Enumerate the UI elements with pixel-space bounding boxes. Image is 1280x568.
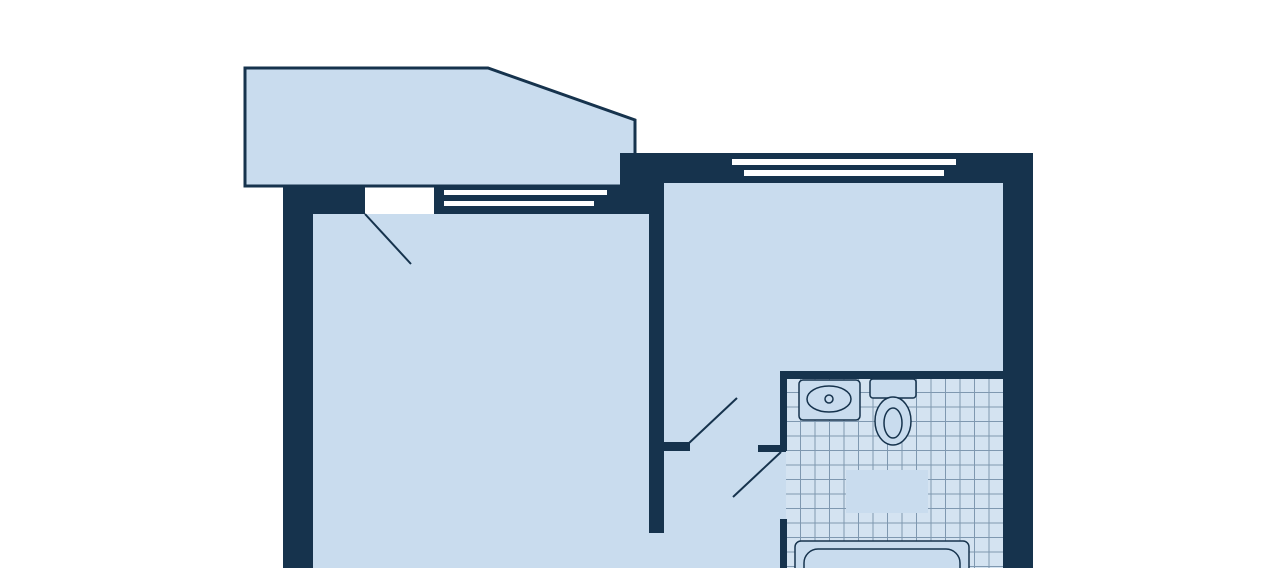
walls [283,153,1033,568]
wall-kitchen-top [620,153,1033,183]
hallway-floor [651,440,786,568]
living-room-window [444,190,607,206]
toilet [869,378,917,446]
washbasin [798,379,861,421]
wall-bath-top [780,371,1004,379]
bathtub [794,540,970,568]
wall-bath-stub [758,445,786,452]
kitchen-window [732,159,956,176]
wall-bath-left [780,371,787,451]
kitchen-door [687,397,738,445]
wall-stub-balcony [283,186,365,214]
wall-bath-left-lower [780,519,787,568]
bath-mat [846,470,928,513]
living-room-floor [313,214,651,568]
balcony-door [364,213,412,265]
wall-partition-stub [664,442,690,451]
wall-left [283,186,313,568]
wall-right [1003,153,1033,568]
wall-partition [649,183,664,533]
balcony [243,66,637,188]
bathroom-door [732,451,782,498]
